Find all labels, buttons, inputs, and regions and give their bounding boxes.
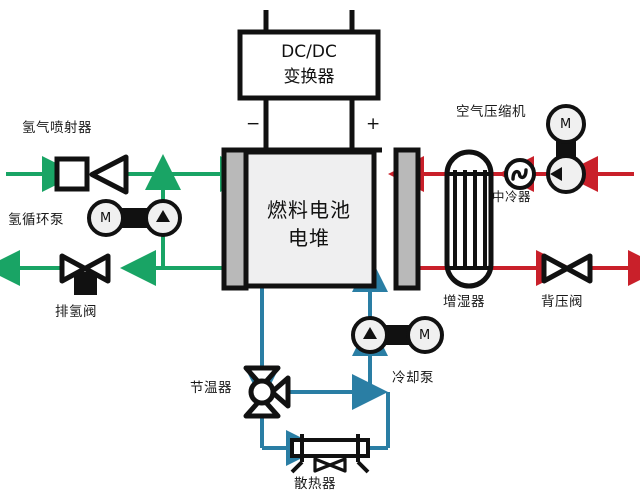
label-humidifier: 增湿器 (443, 294, 485, 310)
coolant-circuit-lines (244, 256, 390, 466)
label-hydrogen-purge-valve: 排氢阀 (55, 304, 97, 320)
thermostat-icon (243, 365, 291, 419)
label-back-pressure-valve: 背压阀 (541, 294, 583, 310)
humidifier-icon (444, 149, 494, 289)
back-pressure-valve-icon (541, 253, 593, 284)
label-air-compressor: 空气压缩机 (456, 104, 526, 120)
coolant-pump-motor-letter: M (419, 328, 431, 343)
label-intercooler: 中冷器 (492, 189, 532, 204)
injector-icon (54, 154, 129, 195)
stack-title-line2: 电堆 (288, 226, 330, 250)
intercooler-icon (504, 158, 536, 190)
dcdc-title-line2: 变换器 (283, 67, 335, 87)
hydrogen-pump-motor-letter: M (100, 211, 112, 226)
radiator-icon (290, 434, 370, 474)
air-compressor-icon (546, 104, 586, 194)
compressor-motor-letter: M (560, 117, 572, 132)
terminal-positive-sign: + (366, 114, 381, 134)
terminal-negative-sign: − (246, 114, 261, 134)
label-hydrogen-circulation-pump: 氢循环泵 (8, 212, 64, 228)
dcdc-title-line1: DC/DC (281, 42, 337, 62)
hydrogen-purge-valve-icon (59, 253, 111, 295)
fuel-cell-stack-icon (221, 147, 421, 291)
label-hydrogen-injector: 氢气喷射器 (22, 120, 92, 136)
label-thermostat: 节温器 (190, 380, 232, 396)
label-radiator: 散热器 (294, 476, 336, 492)
label-coolant-pump: 冷却泵 (392, 370, 434, 386)
coolant-pump-icon (351, 316, 444, 354)
stack-title-line1: 燃料电池 (267, 198, 351, 222)
hydrogen-circulation-pump-icon (87, 199, 182, 237)
air-circuit-lines (388, 156, 640, 286)
